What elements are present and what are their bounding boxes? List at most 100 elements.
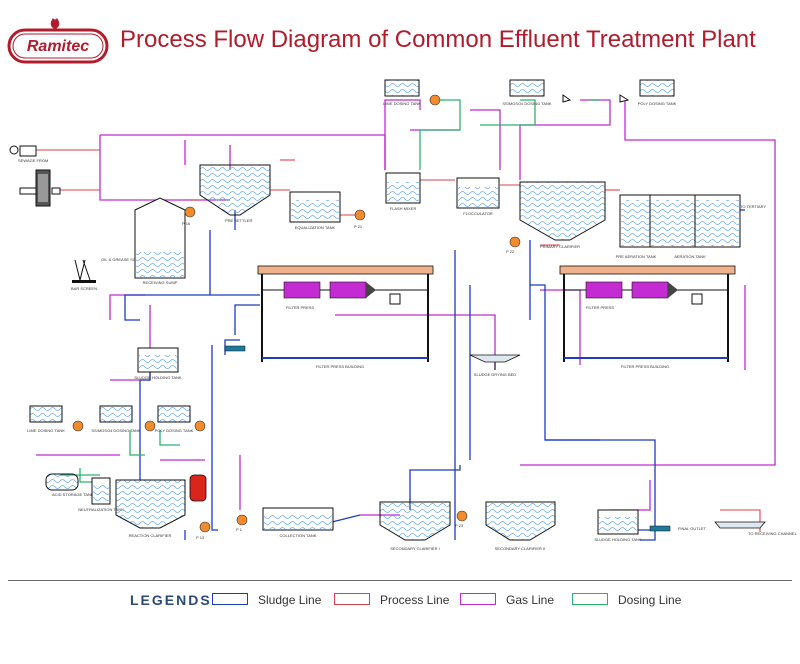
aeration-tanks: PRE AERATION TANK AERATION TANK: [616, 194, 741, 259]
legend: LEGENDS Sludge Line Process Line Gas Lin…: [0, 588, 800, 614]
svg-text:LIME DOSING TANK: LIME DOSING TANK: [383, 101, 421, 106]
pump-icon: [199, 521, 211, 533]
legend-title: LEGENDS: [130, 592, 212, 608]
logo-leaf-icon: [50, 18, 60, 30]
svg-text:SLUDGE HOLDING TANK: SLUDGE HOLDING TANK: [594, 537, 642, 542]
lime-dosing-tank-bottom: LIME DOSING TANK: [27, 405, 65, 433]
svg-text:SS/MGSO4 DOSING TANK: SS/MGSO4 DOSING TANK: [502, 101, 552, 106]
dosing-lines: [60, 99, 600, 483]
collection-tank: COLLECTION TANK: [262, 507, 334, 538]
legend-label: Process Line: [380, 593, 450, 607]
secondary-clarifier-2: SECONDARY CLARIFIER II: [485, 501, 556, 551]
svg-text:TO RECEIVING CHANNEL: TO RECEIVING CHANNEL: [748, 531, 798, 536]
svg-text:POLY DOSING TANK: POLY DOSING TANK: [638, 101, 677, 106]
page-title: Process Flow Diagram of Common Effluent …: [120, 26, 756, 53]
svg-text:SLUDGE HOLDING TANK: SLUDGE HOLDING TANK: [134, 375, 182, 380]
secondary-clarifier-1: SECONDARY CLARIFIER I: [379, 501, 451, 551]
sludge-pump-icon: [224, 345, 246, 352]
reaction-clarifier: REACTION CLARIFIER: [115, 479, 186, 538]
svg-text:REACTION CLARIFIER: REACTION CLARIFIER: [129, 533, 172, 538]
dosing-pump-icon: [72, 420, 84, 432]
sludge-line-swatch: [212, 593, 248, 605]
svg-text:PRE AERATION TANK: PRE AERATION TANK: [616, 254, 657, 259]
sludge-holding-tank-bottom: SLUDGE HOLDING TANK: [594, 509, 642, 542]
ssf-dosing-tank-bottom: SS/MGSO4 DOSING TANK: [91, 405, 141, 433]
svg-text:ACID STORAGE TANK: ACID STORAGE TANK: [52, 492, 94, 497]
pump-icon: [236, 514, 248, 526]
svg-text:PRE SETTLER: PRE SETTLER: [225, 218, 252, 223]
sludge-drying-bed: SLUDGE DRYING BED: [469, 354, 521, 377]
svg-text:BAR SCREEN: BAR SCREEN: [71, 286, 97, 291]
gas-lines: [36, 99, 776, 516]
brand-logo: Ramitec: [7, 18, 109, 64]
svg-text:SECONDARY CLARIFIER I: SECONDARY CLARIFIER I: [390, 546, 439, 551]
legend-label: Gas Line: [506, 593, 555, 607]
svg-text:SEWAGE FROM: SEWAGE FROM: [18, 158, 48, 163]
svg-text:AERATION TANK: AERATION TANK: [674, 254, 706, 259]
svg-text:NEUTRALIZATION TANK: NEUTRALIZATION TANK: [78, 507, 124, 512]
ssf-dosing-tank-top: SS/MGSO4 DOSING TANK: [502, 79, 552, 106]
flash-mixer: FLASH MIXER: [385, 172, 421, 211]
filter-press-building-2: FILTER PRESS FILTER PRESS BUILDING: [559, 265, 736, 369]
poly-dosing-tank-bottom: POLY DOSING TANK: [155, 405, 194, 433]
oil-grease-unit: [19, 169, 61, 207]
primary-clarifier: PRIMARY CLARIFIER: [519, 181, 606, 249]
legend-divider: [8, 580, 792, 581]
svg-text:COLLECTION TANK: COLLECTION TANK: [280, 533, 317, 538]
poly-dosing-tank-top: POLY DOSING TANK: [638, 79, 677, 106]
sludge-lines: [124, 209, 745, 541]
sewage-inlet: SEWAGE FROM: [9, 145, 48, 163]
svg-text:FINAL OUTLET: FINAL OUTLET: [678, 526, 707, 531]
process-line-swatch: [334, 593, 370, 605]
pump-label: P 13: [196, 535, 205, 540]
lime-dosing-tank-top: LIME DOSING TANK: [383, 79, 421, 106]
svg-text:FLOCCULATOR: FLOCCULATOR: [463, 211, 493, 216]
sludge-holding-tank: SLUDGE HOLDING TANK: [134, 347, 182, 380]
svg-text:POLY DOSING TANK: POLY DOSING TANK: [155, 428, 194, 433]
svg-text:FILTER PRESS: FILTER PRESS: [286, 305, 314, 310]
pump-label: P 1: [236, 527, 243, 532]
filter-press-building-1: FILTER PRESS FILTER PRESS BUILDING: [257, 265, 434, 369]
pump-icon: [456, 510, 468, 522]
equalization-tank: EQUALIZATION TANK: [289, 191, 341, 230]
neutralization-tank: NEUTRALIZATION TANK: [78, 477, 124, 512]
svg-text:SLUDGE DRYING BED: SLUDGE DRYING BED: [474, 372, 516, 377]
bar-screen: BAR SCREEN: [71, 259, 97, 291]
legend-label: Dosing Line: [618, 593, 682, 607]
pump-label: P 16: [182, 221, 191, 226]
svg-text:FILTER PRESS: FILTER PRESS: [586, 305, 614, 310]
logo-badge: [7, 28, 109, 64]
legend-label: Sludge Line: [258, 593, 322, 607]
pump-icon: [354, 209, 366, 221]
pump-label: P 21: [354, 224, 363, 229]
to-tertiary-label: TO TERTIARY: [740, 204, 766, 209]
gas-line-swatch: [460, 593, 496, 605]
pump-icon: [509, 236, 521, 248]
sludge-pump-icon: [649, 525, 671, 532]
svg-text:RECEIVING SUMP: RECEIVING SUMP: [143, 280, 178, 285]
final-outlet: FINAL OUTLET TO RECEIVING CHANNEL: [678, 521, 798, 536]
process-flow-diagram: LIME DOSING TANK SS/MGSO4 DOSING TANK PO…: [9, 79, 798, 551]
acid-storage-tank: ACID STORAGE TANK: [45, 473, 94, 497]
dosing-pump-icon: [144, 420, 156, 432]
svg-text:SS/MGSO4 DOSING TANK: SS/MGSO4 DOSING TANK: [91, 428, 141, 433]
dosing-pump-icon: [619, 94, 630, 103]
svg-text:SECONDARY CLARIFIER II: SECONDARY CLARIFIER II: [495, 546, 546, 551]
svg-text:LIME DOSING TANK: LIME DOSING TANK: [27, 428, 65, 433]
svg-text:FILTER PRESS BUILDING: FILTER PRESS BUILDING: [316, 364, 364, 369]
pump-label: P 22: [506, 249, 515, 254]
svg-text:PRIMARY CLARIFIER: PRIMARY CLARIFIER: [540, 244, 580, 249]
dosing-pump-icon: [562, 94, 572, 103]
pre-settler: PRE SETTLER: [199, 164, 271, 223]
oil-screen-label: OIL & GREASE SCREEN: [101, 257, 147, 262]
gas-holder-icon: [189, 474, 207, 502]
dosing-pump-icon: [429, 94, 441, 106]
svg-text:FLASH MIXER: FLASH MIXER: [390, 206, 417, 211]
dosing-pump-icon: [194, 420, 206, 432]
svg-text:EQUALIZATION TANK: EQUALIZATION TANK: [295, 225, 336, 230]
flocculator: FLOCCULATOR: [456, 177, 500, 216]
receiving-sump: RECEIVING SUMP: [134, 197, 186, 285]
logo-text: Ramitec: [27, 38, 89, 55]
dosing-line-swatch: [572, 593, 608, 605]
svg-text:FILTER PRESS BUILDING: FILTER PRESS BUILDING: [621, 364, 669, 369]
